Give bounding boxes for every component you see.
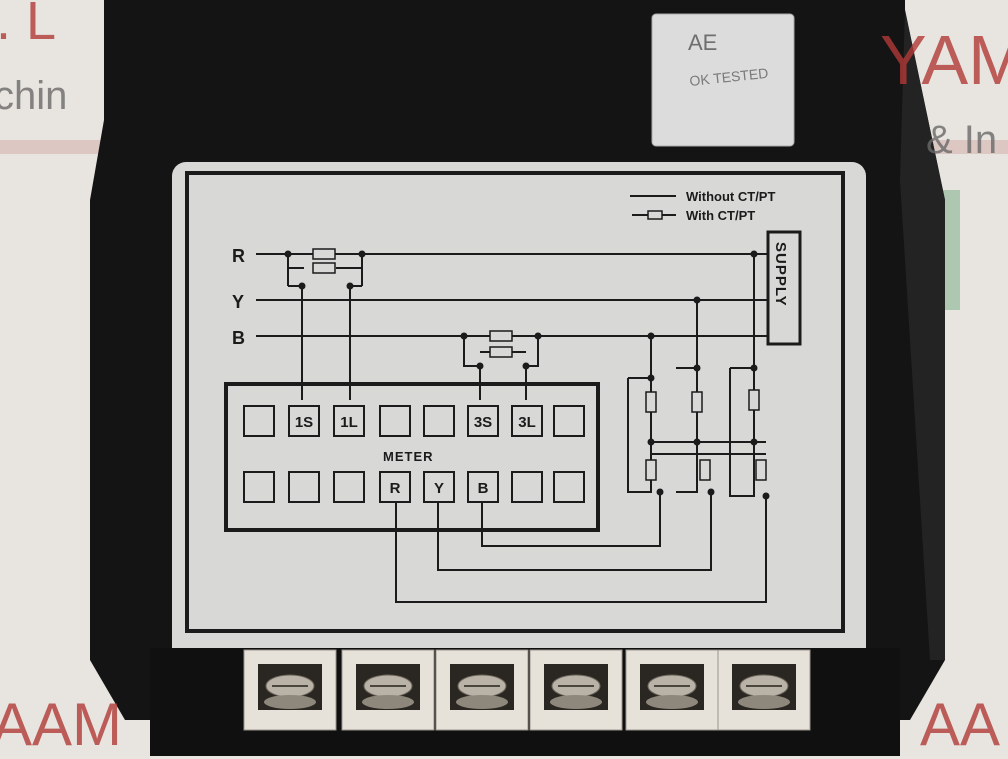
screw-washer <box>456 695 508 709</box>
label-plate-frame <box>185 171 845 633</box>
bg-text-top-right: YAM <box>880 21 1008 99</box>
meter-label: METER <box>383 449 434 464</box>
junction-dots <box>284 250 770 500</box>
meter-top-terminal <box>467 405 499 437</box>
meter-bottom-terminal <box>553 471 585 503</box>
ok-tested-sticker <box>651 13 795 147</box>
meter-bottom-terminal <box>379 471 411 503</box>
bg-text-left: chin <box>0 74 68 118</box>
meter-bottom-terminal-label: R <box>390 480 401 497</box>
meter-bottom-terminal-label: Y <box>434 480 444 497</box>
meter-bottom-terminal <box>423 471 455 503</box>
bg-text-top-left: . L <box>0 0 57 51</box>
meter-bottom-terminal <box>288 471 320 503</box>
legend-without-label: Without CT/PT <box>686 189 775 204</box>
bg-text-right: & In <box>926 118 998 162</box>
meter-top-terminal <box>379 405 411 437</box>
meter-top-terminal <box>288 405 320 437</box>
meter-top-terminal-label: 1L <box>340 414 358 431</box>
legend-with-label: With CT/PT <box>686 208 755 223</box>
phase-b-label: B <box>232 328 245 348</box>
sticker-line1: AE <box>688 30 717 55</box>
meter-box <box>224 382 600 532</box>
meter-bottom-terminal <box>243 471 275 503</box>
phase-y-label: Y <box>232 292 244 312</box>
phase-lines <box>256 253 772 603</box>
meter-top-terminal <box>243 405 275 437</box>
phase-r-label: R <box>232 246 245 266</box>
meter-bottom-terminal-label: B <box>478 480 489 497</box>
terminal-block <box>243 649 811 731</box>
meter-bottom-terminal <box>511 471 543 503</box>
bg-text-bottom-right: AA I <box>920 691 1008 758</box>
meter-top-terminal <box>423 405 455 437</box>
meter-top-terminal <box>511 405 543 437</box>
screw-washer <box>646 695 698 709</box>
meter-top-terminal-label: 1S <box>295 414 313 431</box>
meter-top-terminal-label: 3S <box>474 414 492 431</box>
supply-label: SUPPLY <box>772 242 789 307</box>
supply-box <box>766 230 802 346</box>
device-side-right <box>900 10 945 660</box>
meter-bottom-terminal <box>467 471 499 503</box>
screw-washer <box>550 695 602 709</box>
screw-washer <box>264 695 316 709</box>
ct-resistors <box>312 248 767 481</box>
meter-top-terminal-label: 3L <box>518 414 536 431</box>
screw-washer <box>362 695 414 709</box>
meter-terminals: 1S 1L 3S 3L R Y B <box>243 405 585 503</box>
meter-top-terminal <box>553 405 585 437</box>
meter-top-terminal <box>333 405 365 437</box>
meter-bottom-terminal <box>333 471 365 503</box>
bg-text-bottom-left: AAM <box>0 691 123 758</box>
screw-washer <box>738 695 790 709</box>
